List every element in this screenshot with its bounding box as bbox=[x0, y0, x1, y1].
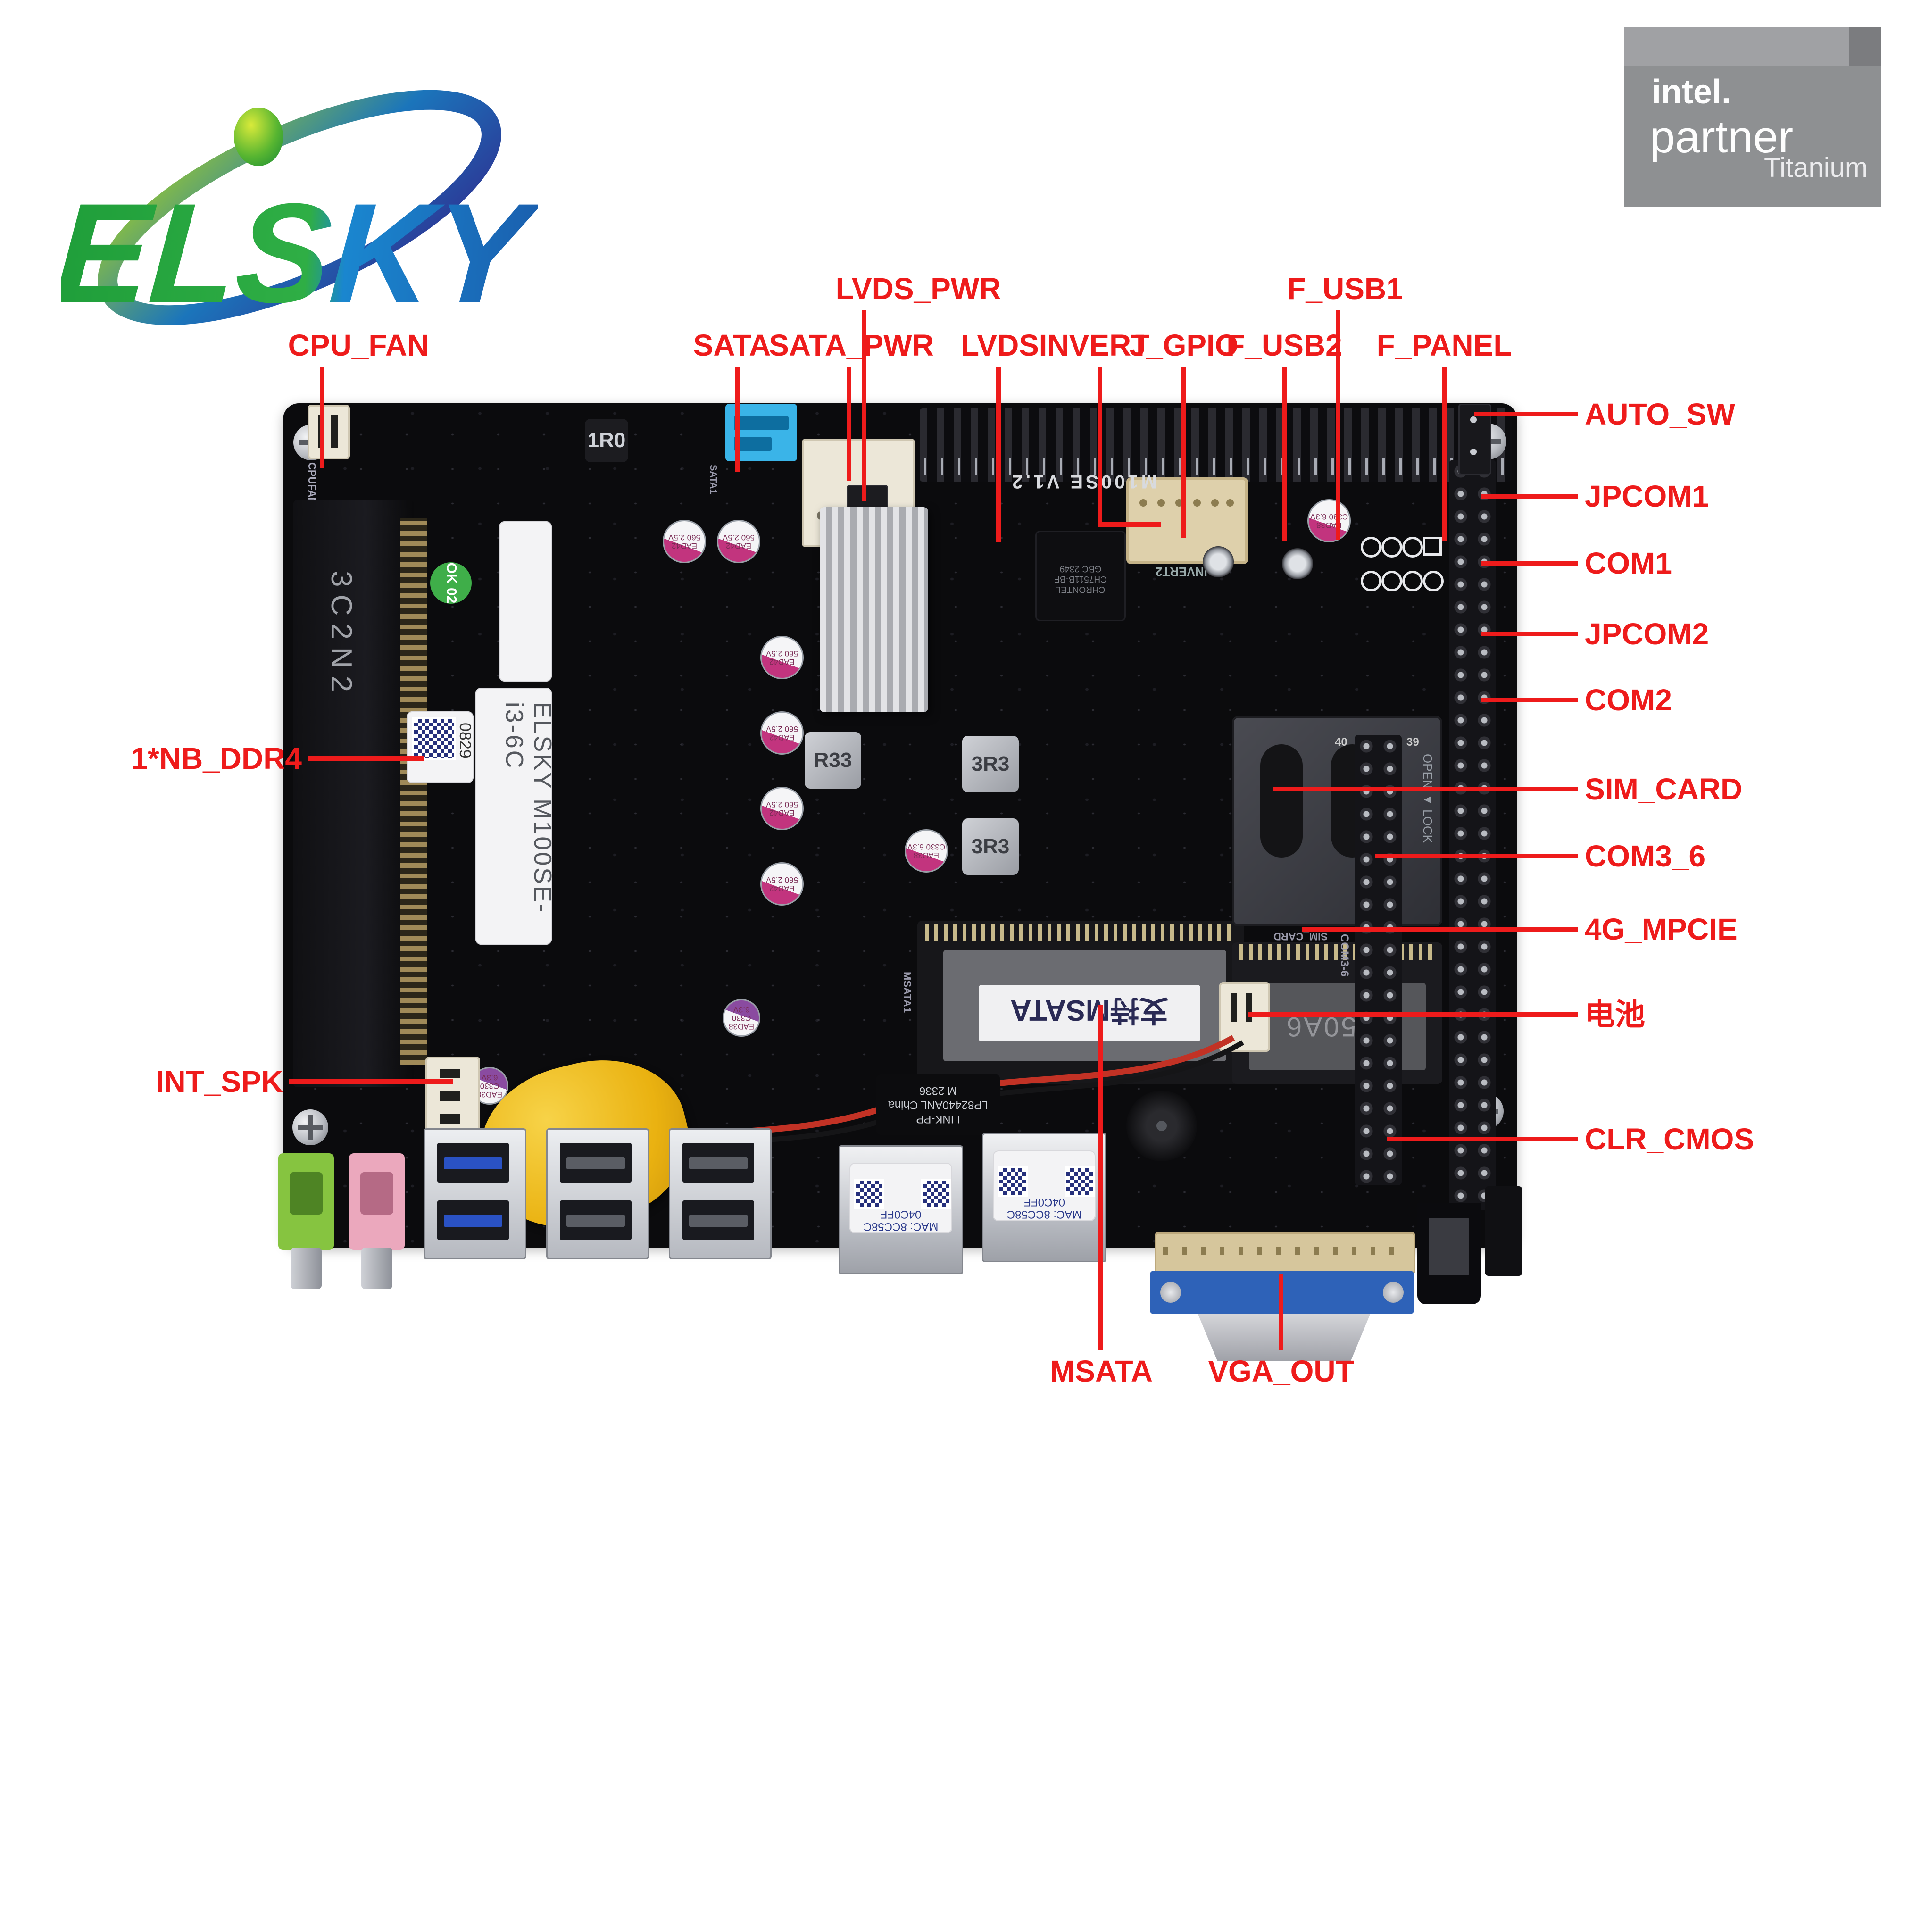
callout-4g-mpcie: 4G_MPCIE bbox=[1585, 912, 1738, 946]
callout-auto-sw: AUTO_SW bbox=[1585, 397, 1735, 431]
inductor-r33: R33 bbox=[805, 732, 861, 789]
callout-vga-out: VGA_OUT bbox=[1208, 1354, 1354, 1388]
audio-jack-lineout bbox=[278, 1153, 334, 1289]
f-panel-silk-footprint bbox=[1361, 533, 1444, 600]
badge-tier: Titanium bbox=[1764, 152, 1868, 183]
callout-f-usb2: F_USB2 bbox=[1226, 328, 1342, 362]
dc-jack bbox=[1485, 1186, 1522, 1276]
capacitor-ead38-top: EAD38 C330 6.3V bbox=[1307, 499, 1351, 542]
callout-f-usb1: F_USB1 bbox=[1287, 272, 1403, 306]
callout-cpu-fan: CPU_FAN bbox=[288, 328, 429, 362]
badge-top-band bbox=[1624, 27, 1849, 66]
capacitor-8: EAD38 C330 6.3V bbox=[723, 999, 760, 1037]
callout-j-gpio: J_GPIO bbox=[1129, 328, 1239, 362]
capacitor-7: EAD38 C330 6.3V bbox=[905, 829, 948, 873]
model-sticker: ELSKY M100SE-i3-6C bbox=[475, 688, 556, 945]
heatsink bbox=[820, 507, 928, 712]
mount-pad-1 bbox=[1203, 546, 1234, 577]
lan-jack-1: MAC: 8CC58C 04C0FF bbox=[839, 1145, 963, 1274]
top-pin-header-strip bbox=[920, 408, 1512, 482]
silk-pin40: 40 bbox=[1335, 736, 1347, 749]
capacitor-1: EAD42 560 2.5V bbox=[663, 520, 706, 563]
linkpp-chip: LINK-PP LP82440ANL China M 2336 bbox=[876, 1074, 1000, 1135]
inductor-3r3-a: 3R3 bbox=[962, 736, 1019, 792]
usb3-stack bbox=[424, 1128, 526, 1259]
capacitor-3: EAD42 560 2.5V bbox=[760, 636, 804, 679]
blank-sticker bbox=[499, 521, 552, 682]
callout-nb-ddr4: 1*NB_DDR4 bbox=[131, 741, 302, 775]
right-edge-header-column bbox=[1449, 460, 1496, 1210]
callout-sim-card: SIM_CARD bbox=[1585, 772, 1743, 806]
badge-brand: intel. bbox=[1652, 73, 1731, 111]
callout-msata: MSATA bbox=[1049, 1354, 1153, 1388]
silk-com36: COM3-6 bbox=[1338, 934, 1351, 977]
callout-battery: 电池 bbox=[1585, 998, 1645, 1032]
capacitor-4: EAD42 560 2.5V bbox=[760, 711, 804, 755]
silk-sata1: SATA1 bbox=[708, 465, 718, 494]
sodimm-pins bbox=[400, 518, 427, 1065]
callout-com2: COM2 bbox=[1585, 683, 1672, 717]
callout-sata: SATA bbox=[693, 328, 771, 362]
callout-com1: COM1 bbox=[1585, 546, 1672, 580]
badge-corner-square bbox=[1849, 27, 1881, 66]
callout-com3-6: COM3_6 bbox=[1585, 839, 1706, 873]
callout-lvds: LVDS bbox=[961, 328, 1039, 362]
silk-pin39: 39 bbox=[1406, 736, 1419, 749]
elsky-logo: ELSKY bbox=[61, 90, 538, 332]
sim-card-slot: OPEN ◄ LOCK bbox=[1232, 716, 1442, 926]
lan-jack-2: MAC: 8CC58C 04C0FE bbox=[982, 1133, 1106, 1262]
callout-f-panel: F_PANEL bbox=[1376, 328, 1512, 362]
silk-cpufan: CPUFAN bbox=[306, 462, 318, 505]
buzzer bbox=[1126, 1091, 1197, 1161]
callout-clr-cmos: CLR_CMOS bbox=[1585, 1122, 1755, 1156]
silk-msata1: MSATA1 bbox=[901, 972, 913, 1013]
callout-lvds-pwr: LVDS_PWR bbox=[835, 272, 1001, 306]
inductor-1r0: 1R0 bbox=[585, 419, 628, 462]
com3-6-header bbox=[1355, 735, 1402, 1185]
callout-jpcom2: JPCOM2 bbox=[1585, 617, 1709, 651]
capacitor-6: EAD42 560 2.5V bbox=[760, 862, 804, 906]
inductor-3r3-b: 3R3 bbox=[962, 818, 1019, 875]
callout-invert: INVERT bbox=[1039, 328, 1150, 362]
silk-dimm-code: 3C2N2 bbox=[325, 571, 358, 700]
chrontel-chip: CHRONTEL CH7511B-BF GBC 2349 bbox=[1035, 531, 1126, 621]
capacitor-5: EAD42 560 2.5V bbox=[760, 787, 804, 830]
callout-int-spk: INT_SPK bbox=[155, 1065, 283, 1099]
vga-dsub-shell bbox=[1198, 1314, 1371, 1361]
mount-pad-2 bbox=[1282, 548, 1313, 579]
screw-bottom-left bbox=[292, 1109, 328, 1145]
intel-partner-badge: intel. partner Titanium bbox=[1624, 27, 1881, 207]
hdmi-port bbox=[1417, 1203, 1481, 1304]
sodimm-socket bbox=[293, 500, 414, 1087]
cpu-fan-connector bbox=[308, 405, 350, 459]
qr-sticker: 0829 bbox=[407, 711, 474, 783]
ok-sticker: OK 02 bbox=[430, 562, 472, 604]
badge-program: partner bbox=[1650, 112, 1794, 162]
usb2-stack-1 bbox=[546, 1128, 649, 1259]
logo-text: ELSKY bbox=[61, 174, 538, 332]
callout-jpcom1: JPCOM1 bbox=[1585, 479, 1709, 513]
capacitor-2: EAD42 560 2.5V bbox=[717, 520, 760, 563]
logo-dot-icon bbox=[234, 108, 283, 166]
audio-jack-micin bbox=[349, 1153, 405, 1289]
callout-sata-pwr: SATA_PWR bbox=[769, 328, 934, 362]
usb2-stack-2 bbox=[669, 1128, 772, 1259]
